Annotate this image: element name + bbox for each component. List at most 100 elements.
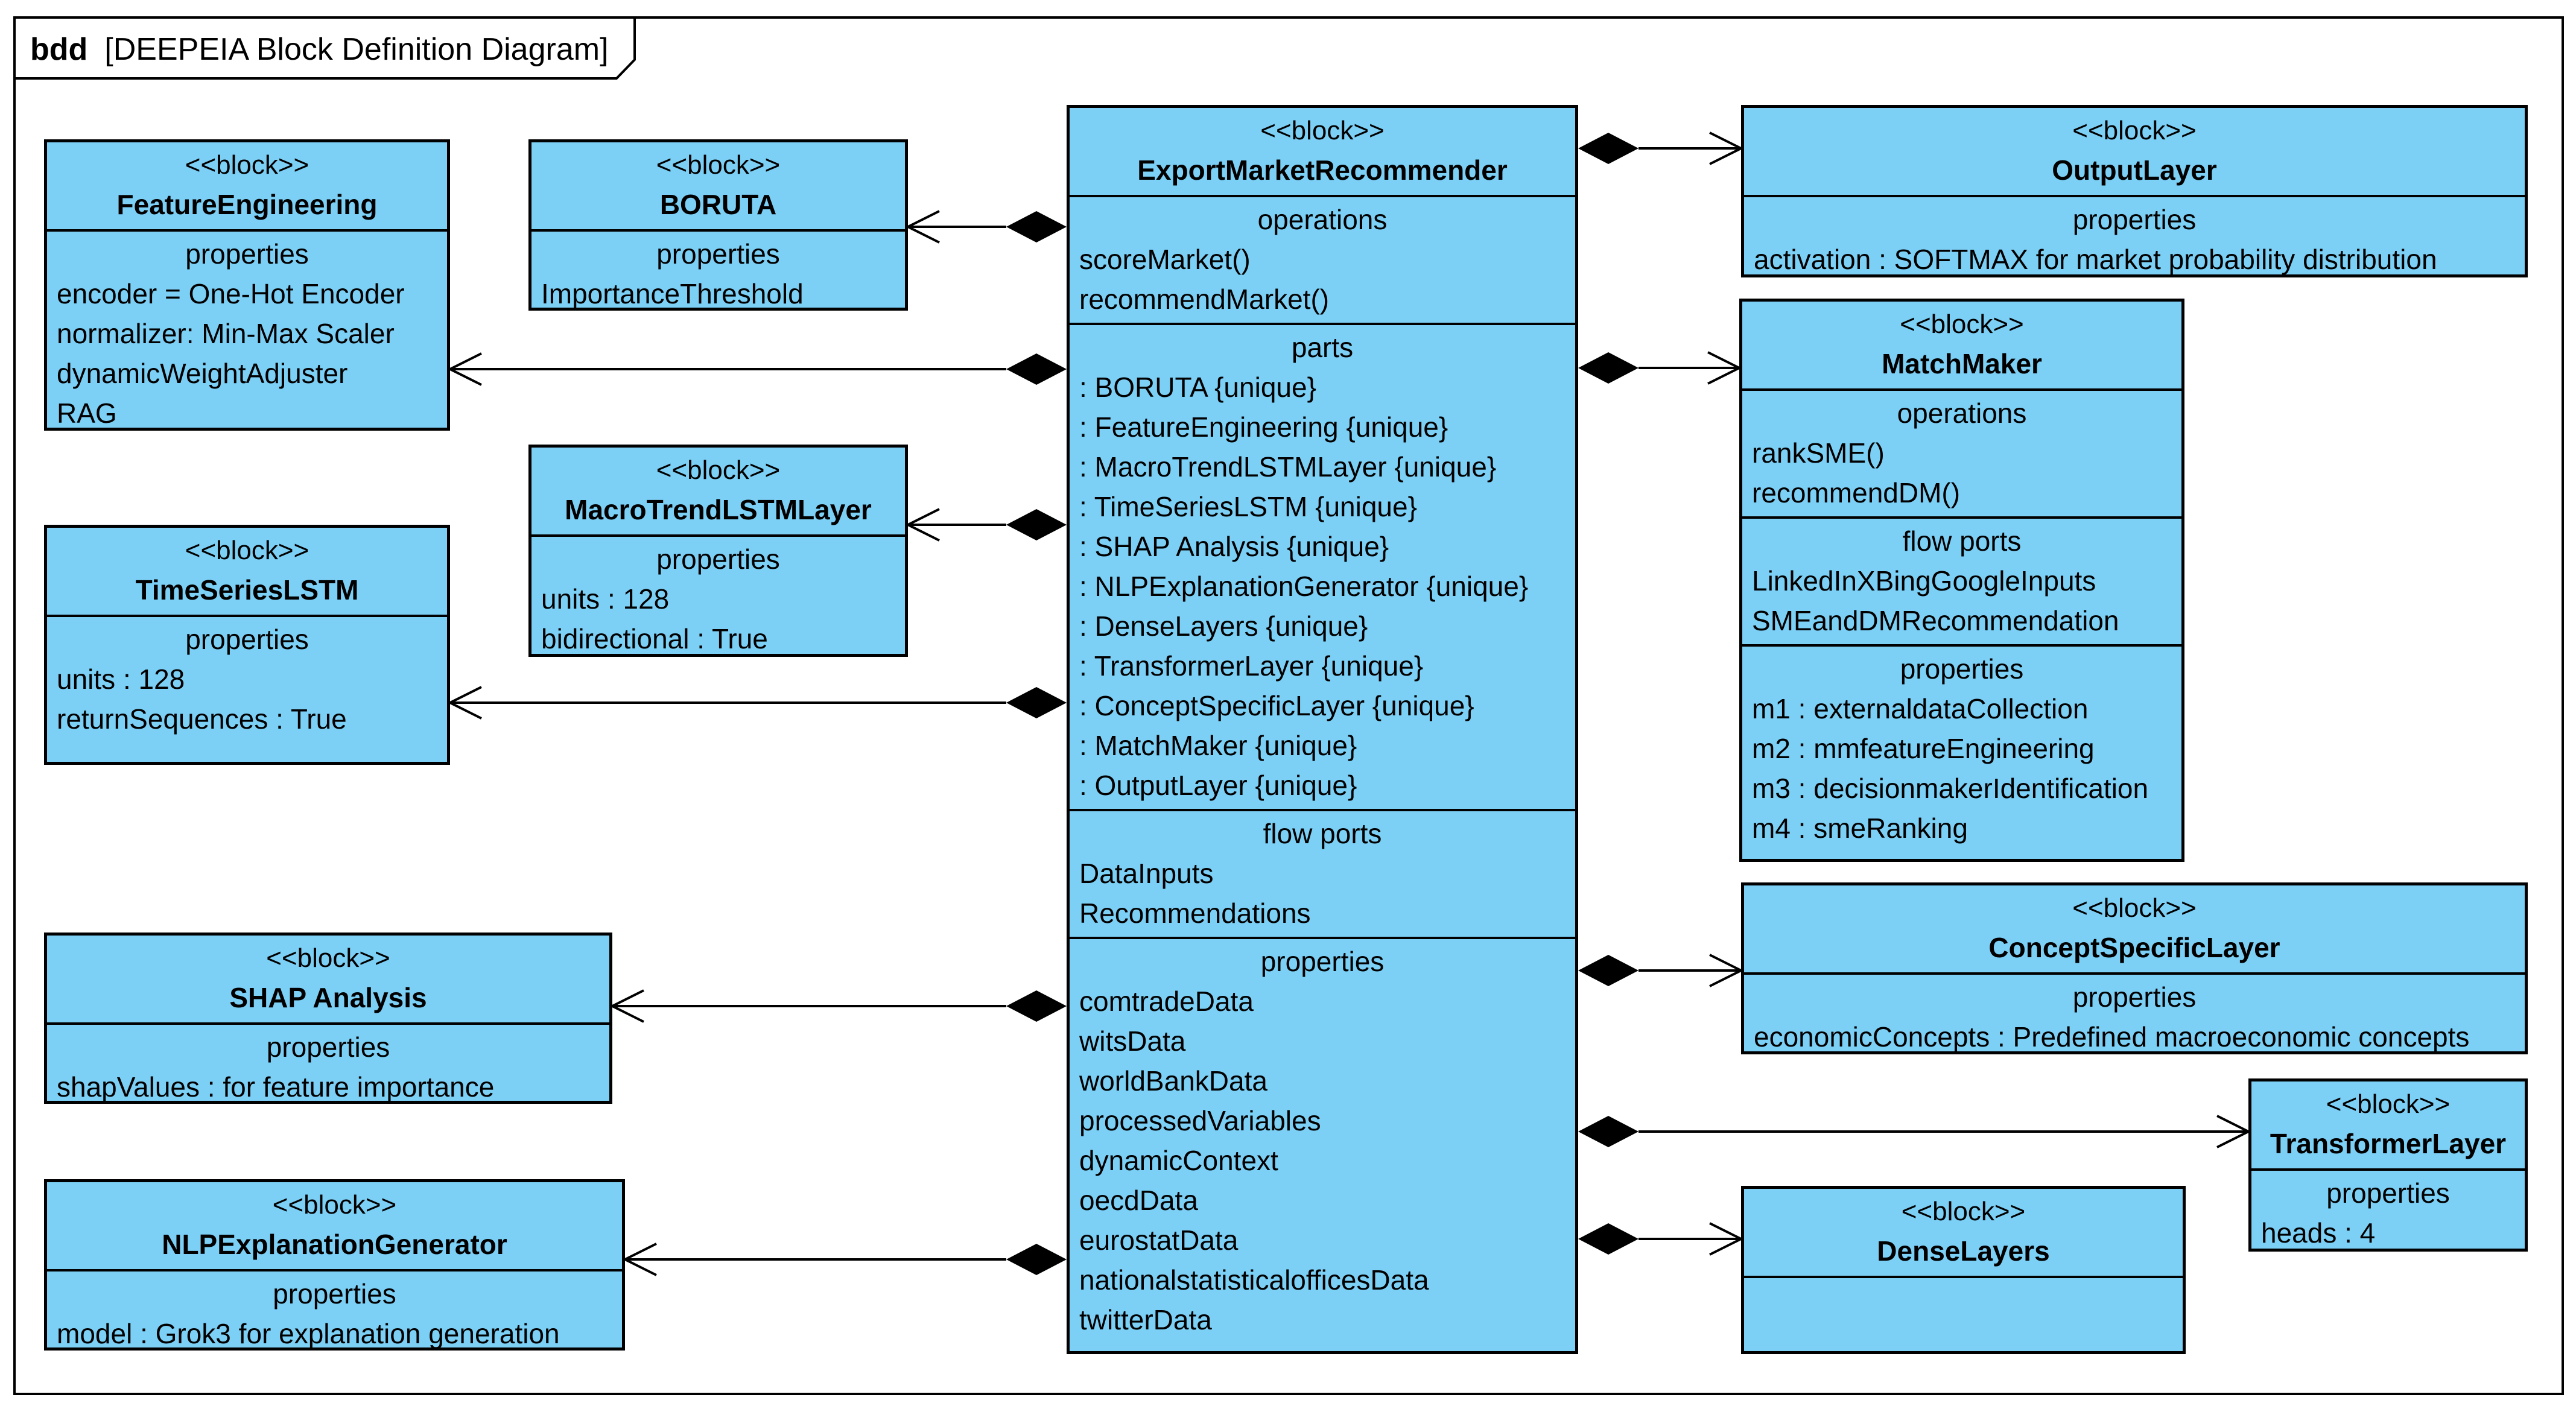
- block-concept-specific-layer[interactable]: <<block>>ConceptSpecificLayer properties e…: [1741, 882, 2528, 1054]
- compartment-title: properties: [656, 238, 780, 270]
- compartment-properties: properties encoder = One-Hot Encoder norma…: [47, 232, 447, 437]
- compartment-item: units : 128: [57, 663, 185, 695]
- block-stereotype: <<block>>: [656, 150, 781, 180]
- block-name: NLPExplanationGenerator: [162, 1229, 507, 1260]
- block-name: TimeSeriesLSTM: [135, 574, 359, 606]
- composition-diamond: [1578, 1223, 1639, 1255]
- compartment-item: : TimeSeriesLSTM {unique}: [1079, 491, 1417, 522]
- composition-boruta: [905, 210, 1067, 244]
- composition-diamond: [1006, 687, 1067, 718]
- compartment-item: ImportanceThreshold: [541, 278, 804, 309]
- compartment-title: properties: [266, 1031, 390, 1063]
- block-stereotype: <<block>>: [656, 455, 781, 485]
- composition-macro-trend-lstm-layer: [905, 508, 1067, 542]
- block-stereotype: <<block>>: [2072, 116, 2197, 145]
- block-name: ExportMarketRecommender: [1137, 154, 1508, 186]
- compartment-item: : BORUTA {unique}: [1079, 372, 1316, 403]
- block-header: <<block>>OutputLayer: [1744, 108, 2525, 197]
- compartment-item: comtradeData: [1079, 986, 1254, 1017]
- compartment-title: properties: [2072, 204, 2197, 235]
- compartment-item: dynamicContext: [1079, 1145, 1278, 1176]
- block-header: <<block>>TransformerLayer: [2251, 1081, 2525, 1171]
- compartment-title: properties: [1260, 946, 1385, 977]
- composition-diamond: [1006, 509, 1067, 540]
- compartment-item: scoreMarket(): [1079, 244, 1251, 275]
- compartment-item: normalizer: Min-Max Scaler: [57, 318, 395, 349]
- composition-diamond: [1006, 990, 1067, 1022]
- block-stereotype: <<block>>: [2072, 893, 2197, 923]
- compartment-item: m3 : decisionmakerIdentification: [1752, 773, 2149, 804]
- diagram-kind: bdd: [30, 32, 88, 67]
- compartment-title: properties: [2072, 981, 2197, 1013]
- compartment-item: dynamicWeightAdjuster: [57, 358, 348, 389]
- compartment-title: properties: [2326, 1177, 2450, 1209]
- compartment-item: recommendMarket(): [1079, 283, 1330, 315]
- compartment-item: encoder = One-Hot Encoder: [57, 278, 405, 309]
- compartment-title: properties: [185, 238, 309, 270]
- composition-nlp-explanation-generator: [622, 1243, 1067, 1276]
- composition-diamond: [1578, 352, 1639, 384]
- arrow-head: [447, 352, 482, 386]
- compartment-item: units : 128: [541, 583, 670, 615]
- compartment-parts: parts: BORUTA {unique}: FeatureEngineeri…: [1070, 325, 1575, 811]
- compartment-item: : DenseLayers {unique}: [1079, 610, 1368, 642]
- arrow-head: [609, 989, 644, 1023]
- composition-feature-engineering: [447, 352, 1067, 386]
- block-header: <<block>> BORUTA: [531, 142, 905, 232]
- compartment-item: : MatchMaker {unique}: [1079, 730, 1357, 761]
- block-stereotype: <<block>>: [185, 150, 309, 180]
- composition-diamond: [1578, 1116, 1639, 1147]
- composition-diamond: [1578, 133, 1639, 164]
- block-stereotype: <<block>>: [1900, 309, 2024, 339]
- compartment-item: worldBankData: [1079, 1065, 1267, 1097]
- composition-concept-specific-layer: [1578, 954, 1744, 987]
- block-header: <<block>>DenseLayers: [1744, 1189, 2183, 1278]
- compartment-item: returnSequences : True: [57, 703, 347, 735]
- composition-diamond: [1006, 211, 1067, 242]
- compartment-item: nationalstatisticalofficesData: [1079, 1264, 1429, 1296]
- block-header: <<block>>MacroTrendLSTMLayer: [531, 448, 905, 537]
- compartment-item: economicConcepts : Predefined macroecono…: [1754, 1021, 2470, 1053]
- compartment-item: shapValues : for feature importance: [57, 1071, 495, 1103]
- compartment-properties: properties economicConcepts : Predefined …: [1744, 975, 2525, 1060]
- compartment-title: properties: [273, 1278, 396, 1309]
- diagram-title: [DEEPEIA Block Definition Diagram]: [104, 32, 609, 67]
- diagram-frame-tab: [13, 16, 636, 80]
- compartment-item: LinkedInXBingGoogleInputs: [1752, 565, 2096, 597]
- block-header: <<block>>MatchMaker: [1742, 302, 2181, 391]
- compartment-title: flow ports: [1902, 525, 2022, 557]
- block-dense-layers[interactable]: <<block>>DenseLayers: [1741, 1186, 2186, 1354]
- compartment-item: bidirectional : True: [541, 623, 768, 654]
- block-name: BORUTA: [659, 189, 777, 220]
- compartment-item: m4 : smeRanking: [1752, 812, 1968, 844]
- compartment-title: properties: [1900, 653, 2024, 685]
- block-stereotype: <<block>>: [1901, 1197, 2026, 1226]
- block-name: FeatureEngineering: [116, 189, 378, 220]
- compartment-title: properties: [185, 624, 309, 655]
- composition-diamond: [1578, 955, 1639, 986]
- diagram-frame-label: bdd [DEEPEIA Block Definition Diagram]: [30, 25, 609, 74]
- block-name: TransformerLayer: [2270, 1128, 2507, 1159]
- arrow-head: [905, 210, 940, 244]
- block-feature-engineering[interactable]: <<block>> FeatureEngineering properties enc…: [44, 139, 450, 431]
- block-header: <<block>>ConceptSpecificLayer: [1744, 885, 2525, 975]
